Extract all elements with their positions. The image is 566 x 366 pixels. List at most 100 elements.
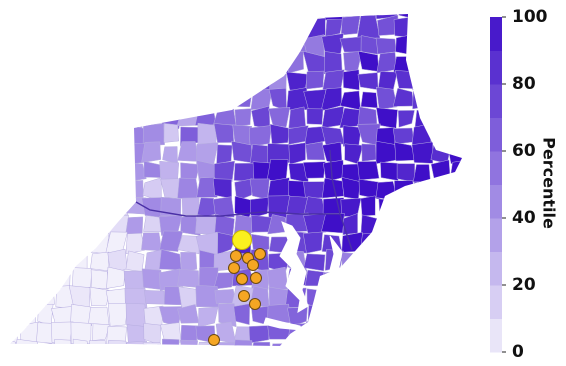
county-tile — [197, 122, 217, 146]
facility-marker-small — [249, 298, 261, 310]
county-tile — [231, 140, 253, 164]
county-tile — [321, 141, 343, 164]
county-tile — [10, 267, 22, 292]
county-tile — [377, 339, 397, 346]
county-tile — [55, 124, 75, 146]
county-tile — [286, 51, 304, 74]
county-tile — [17, 251, 39, 272]
county-tile — [212, 178, 232, 199]
county-tile — [360, 91, 378, 109]
county-tile — [122, 70, 148, 93]
county-tile — [70, 122, 93, 146]
county-tile — [360, 195, 376, 217]
county-tile — [125, 250, 145, 272]
county-tile — [179, 87, 200, 112]
county-tile — [286, 71, 308, 91]
county-tile — [52, 14, 75, 21]
facility-markers — [208, 230, 266, 346]
county-tile — [378, 198, 400, 216]
county-tile — [467, 289, 489, 309]
county-tile — [432, 107, 452, 128]
county-tile — [411, 234, 435, 254]
county-tile — [73, 161, 92, 182]
facility-marker-small — [250, 272, 262, 284]
county-tile — [34, 90, 55, 111]
facility-marker-small — [254, 248, 266, 260]
county-tile — [159, 51, 180, 72]
colorbar-ticks — [502, 16, 506, 353]
county-tile — [357, 50, 379, 72]
county-tile — [469, 71, 489, 92]
county-tile — [467, 267, 489, 286]
county-tile — [10, 197, 20, 215]
colorbar-band — [490, 84, 502, 118]
county-tile — [140, 86, 162, 109]
county-tile — [16, 234, 39, 254]
county-tile — [394, 195, 417, 220]
county-tile — [90, 269, 109, 290]
county-tile — [286, 87, 309, 111]
county-tile — [19, 69, 35, 92]
county-tile — [356, 339, 378, 346]
county-tile — [17, 15, 39, 39]
county-tile — [91, 68, 107, 91]
county-tile — [10, 214, 20, 238]
county-tile — [392, 322, 415, 343]
county-tile — [302, 321, 327, 344]
county-tile — [158, 69, 182, 94]
county-tile — [10, 180, 18, 200]
county-tile — [413, 323, 435, 344]
county-tile — [105, 339, 128, 346]
county-tile — [375, 140, 398, 165]
county-tile — [429, 306, 451, 326]
colorbar-band — [490, 151, 502, 185]
county-tile — [249, 36, 274, 56]
county-tile — [54, 195, 74, 220]
county-tile — [17, 127, 40, 145]
county-tile — [431, 321, 451, 345]
county-tile — [470, 250, 488, 271]
county-tile — [214, 92, 235, 110]
county-tile — [159, 249, 182, 271]
county-tile — [10, 18, 19, 36]
county-tile — [344, 143, 364, 165]
county-tile — [447, 285, 462, 307]
county-tile — [429, 52, 451, 73]
county-tile — [322, 302, 345, 323]
county-tile — [72, 338, 90, 346]
county-tile — [234, 178, 253, 202]
county-tile — [107, 158, 125, 183]
county-tile — [124, 14, 146, 20]
county-tile — [467, 51, 487, 73]
county-tile — [177, 235, 200, 255]
county-tile — [50, 250, 72, 273]
chesapeake-bay — [279, 221, 309, 313]
county-tile — [324, 51, 343, 74]
county-tile — [271, 54, 291, 74]
county-tile — [232, 35, 254, 57]
county-tile — [124, 37, 147, 56]
county-tile — [195, 214, 217, 235]
colorbar-tick-60: 60 — [512, 141, 536, 161]
county-tile — [341, 252, 364, 273]
county-tile — [51, 142, 73, 161]
county-tile — [340, 338, 363, 346]
county-tile — [162, 146, 178, 165]
county-tile — [268, 107, 291, 128]
colorbar-tick-100: 100 — [512, 7, 548, 27]
county-tile — [87, 142, 106, 163]
county-tile — [358, 322, 381, 344]
county-tile — [358, 251, 380, 272]
county-tile — [90, 125, 108, 144]
county-tile — [429, 179, 453, 201]
county-tile — [87, 15, 111, 39]
county-tile — [52, 33, 71, 55]
county-tile — [73, 16, 93, 39]
county-tile — [466, 0, 486, 19]
county-tile — [359, 232, 380, 255]
county-tile — [392, 87, 414, 107]
county-tile — [250, 197, 270, 219]
county-tile — [125, 303, 147, 327]
county-tile — [16, 36, 37, 55]
county-tile — [467, 231, 488, 253]
